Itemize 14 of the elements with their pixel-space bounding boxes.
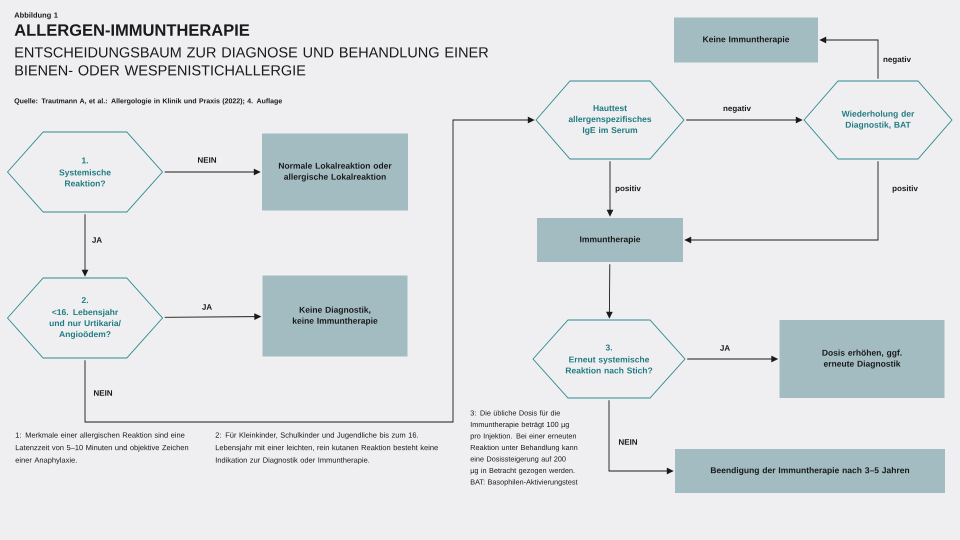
- edge-label: JA: [200, 303, 214, 311]
- edge-label: NEIN: [196, 156, 218, 164]
- process-box: Keine Immuntherapie: [674, 18, 818, 62]
- process-box: Immuntherapie: [537, 218, 683, 262]
- process-box: Normale Lokalreaktion oder allergische Lokalreaktion: [262, 134, 408, 210]
- process-box: Dosis erhöhen, ggf. erneute Diagnostik: [780, 320, 944, 398]
- edge-label: JA: [90, 236, 104, 244]
- edge-label: NEIN: [92, 389, 114, 397]
- edge-label: NEIN: [617, 438, 639, 446]
- title: ALLERGEN-IMMUNTHERAPIE: [14, 24, 250, 36]
- process-box: Beendigung der Immuntherapie nach 3–5 Jahren: [675, 449, 945, 493]
- subtitle: ENTSCHEIDUNGSBAUM ZUR DIAGNOSE UND BEHANDLUNG EINER BIENEN- ODER WESPENISTICHALLERGIE: [15, 47, 488, 76]
- edge-label: JA: [718, 344, 732, 352]
- process-box: Keine Diagnostik, keine Immuntherapie: [262, 276, 408, 356]
